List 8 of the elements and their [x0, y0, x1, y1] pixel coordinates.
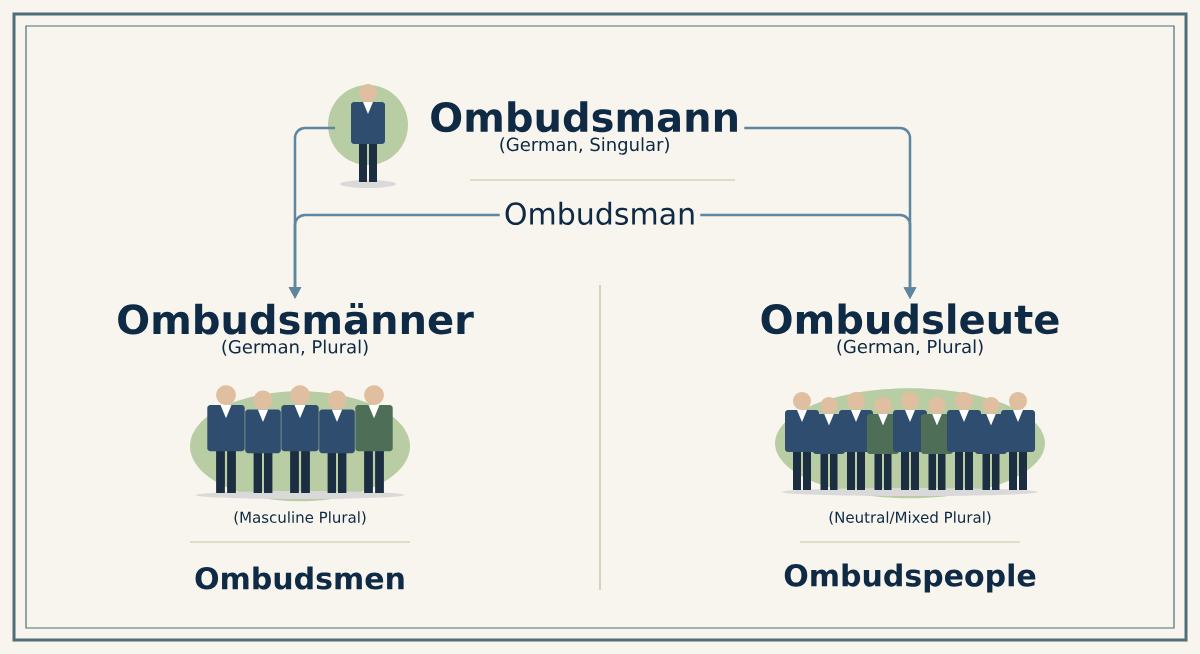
- note-text: (Neutral/Mixed Plural): [829, 511, 991, 525]
- translation-text: Ombudspeople: [784, 563, 1036, 593]
- heading-text: Ombudsmänner (German, Plural): [112, 299, 478, 361]
- note-text: (Masculine Plural): [234, 511, 366, 525]
- heading-text: Ombudsmann (German, Singular): [431, 101, 737, 155]
- translation-text: Ombudsman: [499, 197, 701, 233]
- heading-text: Ombudsleute (German, Plural): [755, 299, 1065, 361]
- translation-text: Ombudsmen: [195, 566, 404, 590]
